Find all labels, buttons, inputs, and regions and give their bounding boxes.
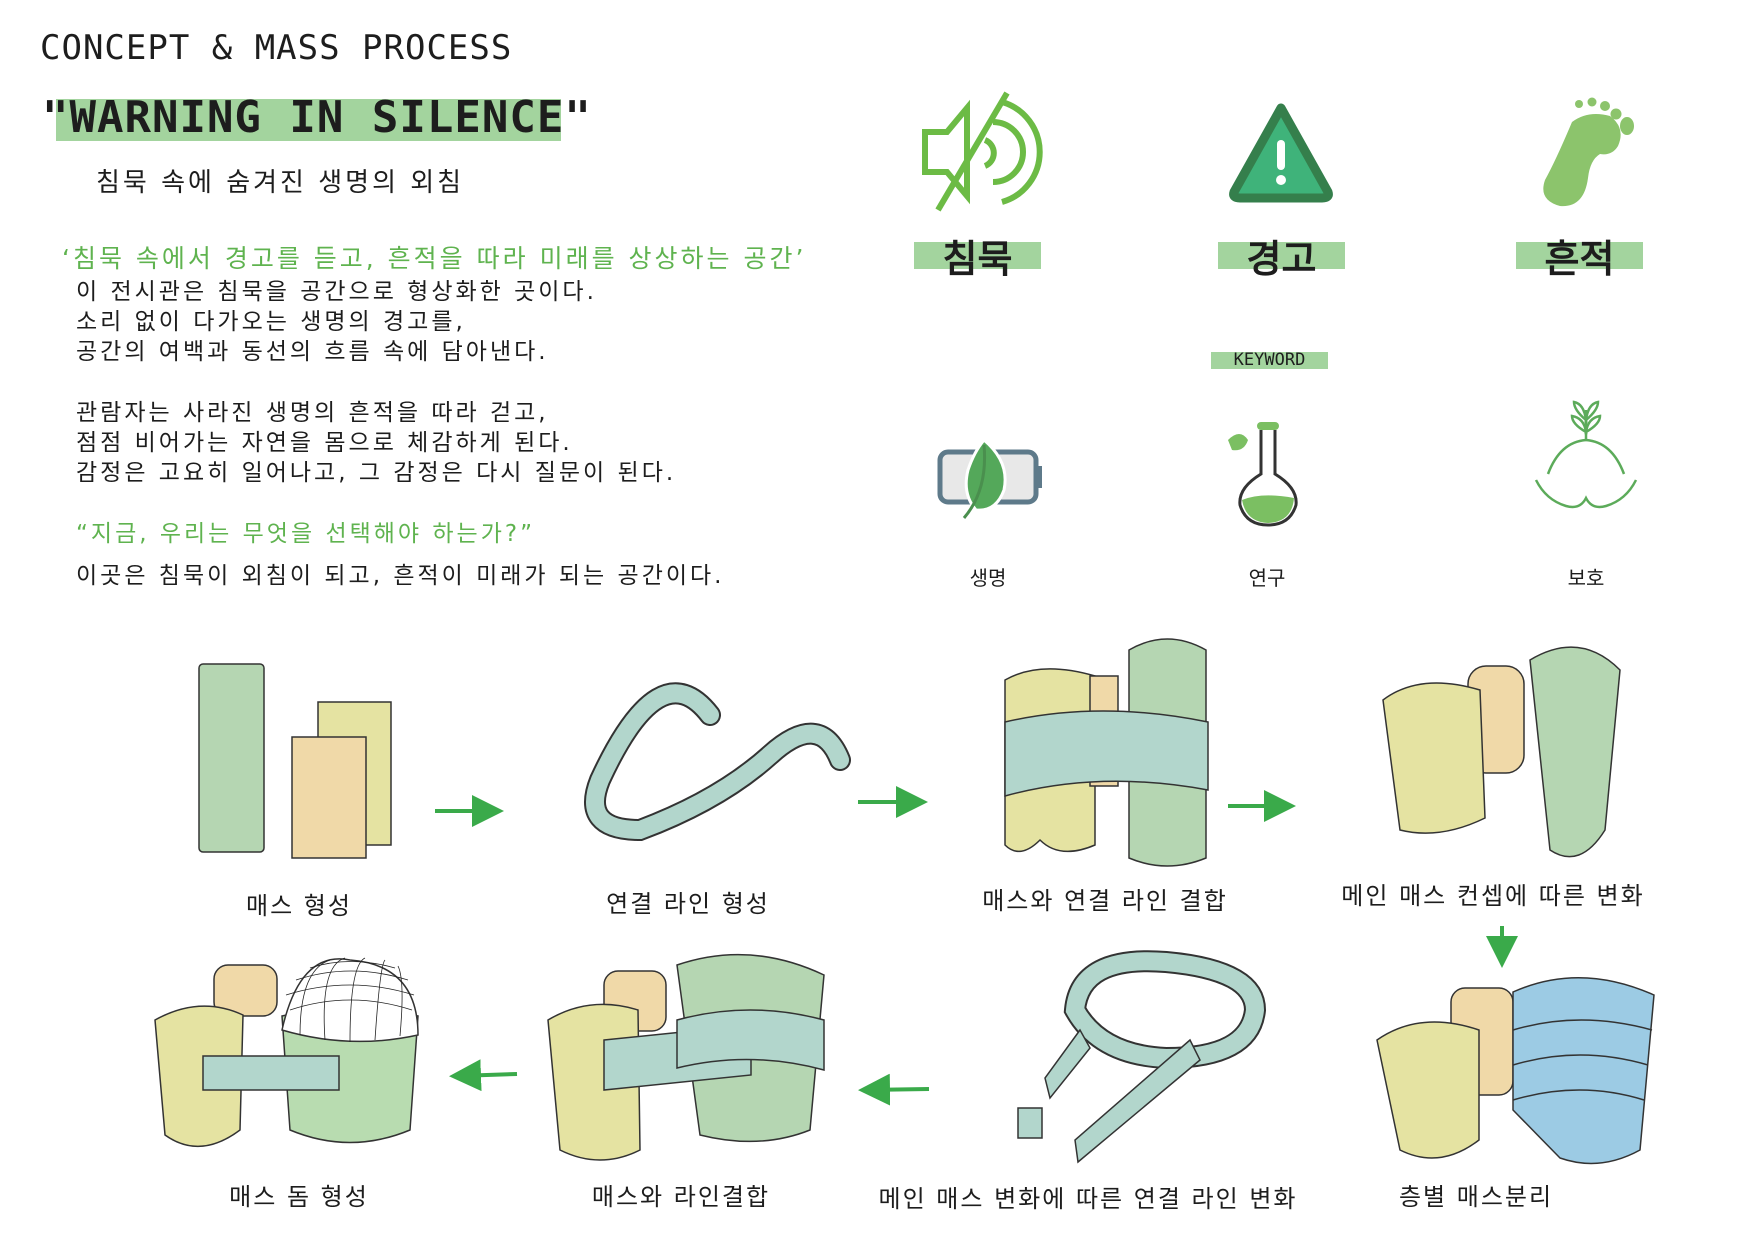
diagram-mass-line-join	[547, 953, 825, 1161]
step-caption: 연결 라인 형성	[606, 890, 770, 918]
closing-line: 이곳은 침묵이 외침이 되고, 흔적이 미래가 되는 공간이다.	[76, 563, 725, 589]
diagram-mass-formation	[198, 663, 392, 859]
step-caption: 매스 형성	[246, 892, 352, 920]
diagram-dome-formation	[154, 957, 419, 1147]
step-caption: 메인 매스 컨셉에 따른 변화	[1341, 882, 1645, 910]
diagram-floor-separation	[1376, 976, 1655, 1165]
keyword-life: 생명	[969, 566, 1007, 590]
keyword-trace: 흔적	[1544, 237, 1615, 281]
arrow-left-icon	[858, 1073, 930, 1106]
page-title: CONCEPT & MASS PROCESS	[40, 28, 513, 68]
warning-triangle-icon	[1229, 103, 1333, 203]
body-line: 점점 비어가는 자연을 몸으로 체감하게 된다.	[76, 430, 573, 456]
keyword-protection: 보호	[1567, 566, 1605, 590]
keyword-highlight	[1218, 242, 1345, 269]
diagram-connection-line	[584, 682, 851, 842]
keyword-research: 연구	[1248, 566, 1286, 590]
footprint-icon	[1543, 97, 1634, 207]
slogan: "WARNING IN SILENCE"	[42, 92, 592, 143]
body-line: 감정은 고요히 일어나고, 그 감정은 다시 질문이 된다.	[76, 460, 677, 486]
keyword-highlight	[914, 242, 1041, 269]
subtitle: 침묵 속에 숨겨진 생명의 외침	[96, 168, 465, 198]
keyword-tag: KEYWORD	[1233, 350, 1306, 370]
step-caption: 매스와 연결 라인 결합	[982, 887, 1228, 915]
question: “지금, 우리는 무엇을 선택해야 하는가?”	[76, 521, 535, 547]
step-caption: 메인 매스 변화에 따른 연결 라인 변화	[878, 1185, 1298, 1213]
step-caption: 매스와 라인결합	[591, 1183, 771, 1211]
body-line: 이 전시관은 침묵을 공간으로 형상화한 곳이다.	[76, 279, 597, 305]
concept-quote: ‘침묵 속에서 경고를 듣고, 흔적을 따라 미래를 상상하는 공간’	[62, 244, 807, 273]
body-line: 관람자는 사라진 생명의 흔적을 따라 걷고,	[76, 400, 549, 426]
diagram-mass-line-combination	[1004, 638, 1209, 867]
process-arrows	[435, 786, 1518, 1106]
leaf-battery-icon	[937, 437, 1042, 519]
step-caption: 층별 매스분리	[1398, 1183, 1554, 1211]
slogan-highlight	[56, 99, 561, 141]
keyword-silence: 침묵	[942, 237, 1013, 281]
keyword-highlight	[1516, 242, 1643, 269]
step-caption: 매스 돔 형성	[229, 1183, 369, 1211]
hands-sprout-icon	[1534, 400, 1638, 509]
arrow-left-icon	[449, 1059, 518, 1092]
body-line: 소리 없이 다가오는 생명의 경고를,	[76, 309, 466, 335]
flask-icon	[1228, 422, 1298, 527]
diagram-main-mass-change	[1382, 646, 1621, 858]
muted-speaker-icon	[922, 91, 1043, 212]
keyword-tag-bg	[1211, 352, 1328, 369]
body-line: 공간의 여백과 동선의 흐름 속에 담아낸다.	[76, 339, 549, 365]
dome-grid	[285, 957, 415, 1043]
keyword-warning: 경고	[1246, 237, 1317, 281]
diagram-line-change	[1017, 950, 1267, 1164]
